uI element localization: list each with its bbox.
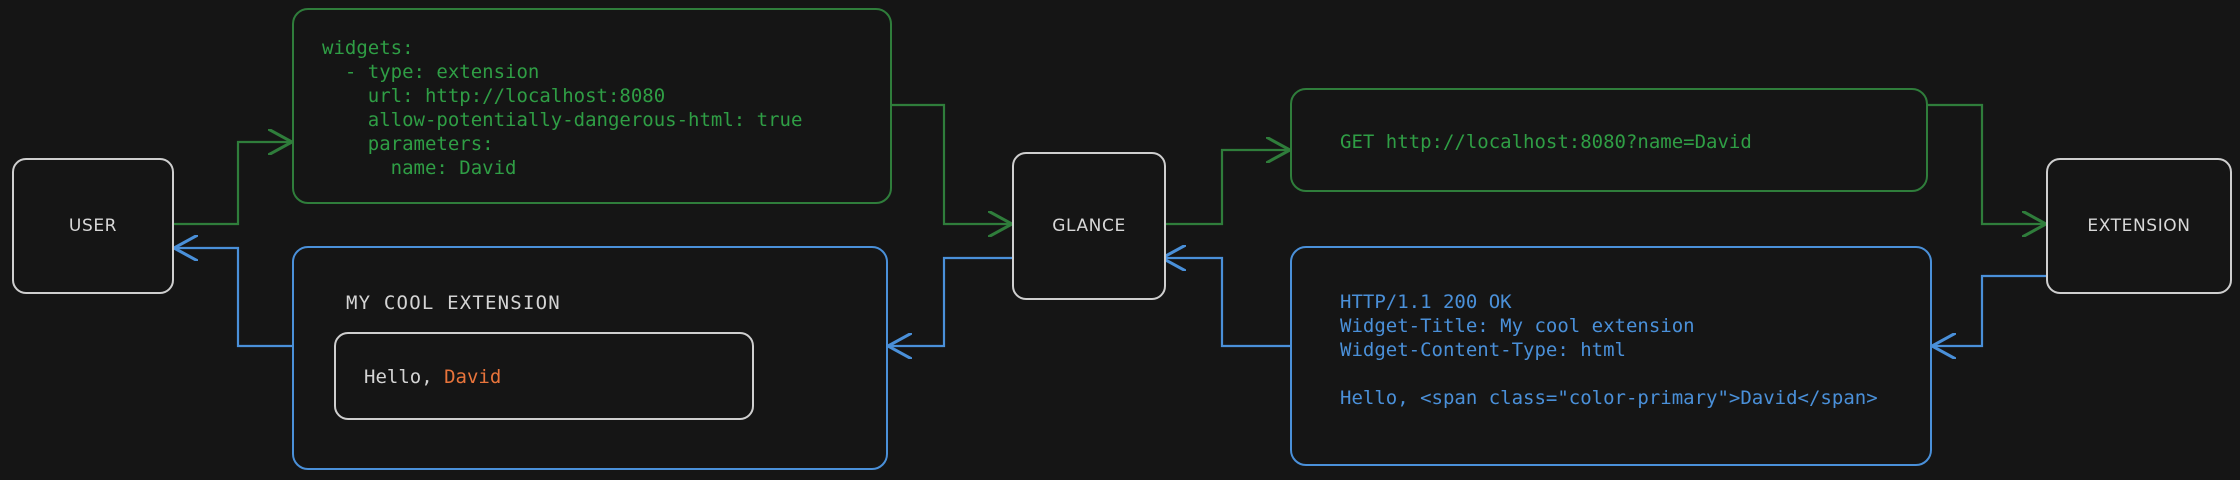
widget-greeting-name: David [444, 366, 502, 388]
edge-config-to-glance [892, 103, 1012, 224]
widget-preview-content-frame: Hello, David [334, 332, 754, 420]
node-glance-label: GLANCE [1052, 216, 1126, 236]
node-extension[interactable]: EXTENSION [2046, 158, 2232, 294]
http-response-box: HTTP/1.1 200 OK Widget-Title: My cool ex… [1290, 246, 1932, 466]
http-request-text: GET http://localhost:8080?name=David [1340, 131, 1752, 153]
edge-glance-to-request [1160, 150, 1290, 226]
config-yaml-box: widgets: - type: extension url: http://l… [292, 8, 892, 204]
widget-preview-box: MY COOL EXTENSION Hello, David [292, 246, 888, 470]
http-response-text: HTTP/1.1 200 OK Widget-Title: My cool ex… [1340, 291, 1878, 409]
edge-response-to-glance [1162, 258, 1290, 348]
config-yaml-text: widgets: - type: extension url: http://l… [322, 37, 803, 179]
edge-user-to-config [172, 142, 292, 226]
http-request-box: GET http://localhost:8080?name=David [1290, 88, 1928, 192]
node-user-label: USER [68, 216, 118, 236]
node-user[interactable]: USER [12, 158, 174, 294]
widget-preview-title: MY COOL EXTENSION [346, 292, 561, 314]
node-extension-label: EXTENSION [2087, 216, 2191, 236]
edge-request-to-extension [1928, 103, 2046, 224]
node-glance[interactable]: GLANCE [1012, 152, 1166, 300]
edge-widget-to-user [174, 248, 292, 348]
widget-preview-greeting: Hello, David [364, 366, 501, 388]
widget-greeting-prefix: Hello, [364, 366, 445, 388]
edge-extension-to-response [1932, 274, 2046, 346]
edge-glance-to-widget [888, 256, 1012, 346]
